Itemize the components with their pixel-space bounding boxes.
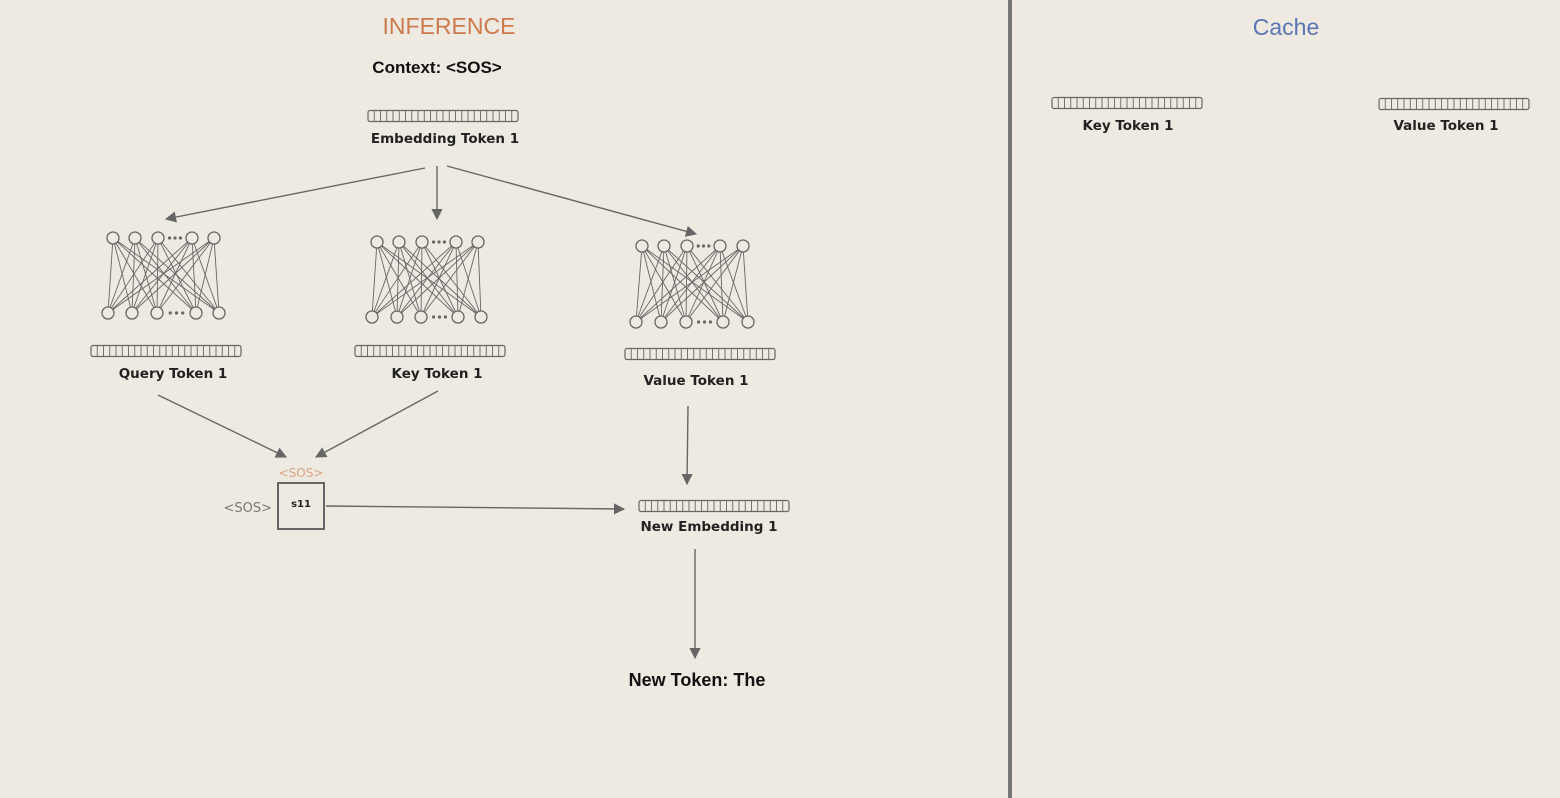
value-token-label: Value Token 1 — [643, 373, 749, 389]
new-token-label: New Token: The — [628, 670, 766, 690]
panel-divider — [1008, 0, 1012, 798]
new-embedding-vector — [638, 499, 790, 513]
query-token-label: Query Token 1 — [118, 366, 228, 382]
arrow-embedding-to-query — [164, 167, 426, 223]
context-label: Context: <SOS> — [372, 58, 502, 77]
attention-column-header: <SOS> — [278, 466, 324, 480]
attention-row-header: <SOS> — [223, 501, 272, 516]
query-network — [101, 231, 226, 320]
cache-key-token-label: Key Token 1 — [1082, 118, 1174, 134]
token-vectors — [90, 96, 1530, 513]
arrow-query-to-score — [157, 394, 288, 458]
arrow-value-to-new-embedding — [681, 405, 693, 486]
embedding-token-label: Embedding Token 1 — [370, 131, 520, 147]
projection-networks — [101, 231, 755, 329]
new-embedding-label: New Embedding 1 — [640, 519, 778, 535]
embedding-token-vector — [367, 109, 519, 123]
cache-value-token-label: Value Token 1 — [1393, 118, 1499, 134]
value-network — [629, 239, 755, 329]
arrow-key-to-score — [315, 390, 439, 458]
query-token-vector — [90, 344, 242, 358]
inference-title: INFERENCE — [382, 13, 516, 39]
attention-score-cell — [277, 482, 325, 530]
value-token-vector — [624, 347, 776, 361]
arrow-score-to-new-embedding — [325, 503, 626, 515]
key-network — [365, 235, 488, 324]
key-token-vector — [354, 344, 506, 358]
flow-arrows — [157, 165, 701, 660]
key-token-label: Key Token 1 — [391, 366, 483, 382]
cache-key-token-vector — [1051, 96, 1203, 110]
attention-cell-value: s11 — [291, 499, 311, 510]
cache-value-token-vector — [1378, 97, 1530, 111]
arrow-embedding-to-value — [446, 165, 698, 237]
cache-title: Cache — [1252, 14, 1320, 40]
